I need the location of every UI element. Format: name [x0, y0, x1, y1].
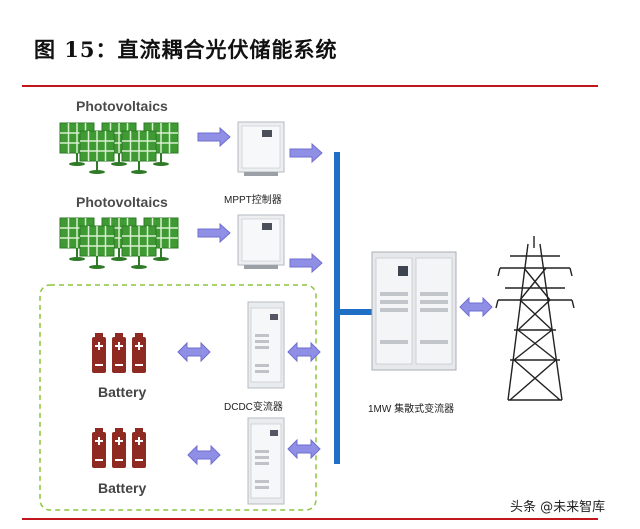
dc-bus-vertical — [334, 152, 340, 464]
bottom-divider — [22, 518, 598, 520]
arrow-pv1-to-mppt — [197, 127, 231, 147]
transmission-tower-icon — [495, 236, 575, 401]
dc-bus-branch — [334, 309, 374, 315]
battery-pack-2 — [91, 427, 147, 469]
pv-array-2 — [59, 217, 179, 270]
pcs-label: 1MW 集散式变流器 — [368, 404, 455, 415]
dcdc-label: DCDC变流器 — [224, 402, 283, 413]
mppt-controller-2 — [237, 214, 285, 269]
top-divider — [22, 85, 598, 87]
battery-label-1: Battery — [98, 384, 147, 400]
pv-label-1: Photovoltaics — [76, 98, 168, 114]
arrow-pv2-to-mppt — [197, 223, 231, 243]
battery-label-2: Battery — [98, 480, 147, 496]
arrow-mppt1-to-bus — [289, 143, 323, 163]
mppt-controller-1 — [237, 121, 285, 176]
watermark: 头条 @未来智库 — [510, 500, 606, 515]
arrow-pcs-grid — [459, 297, 493, 317]
pv-array-1 — [59, 122, 179, 175]
central-converter — [371, 251, 457, 371]
arrow-mppt2-to-bus — [289, 253, 323, 273]
arrow-battery1-dcdc — [177, 342, 211, 362]
mppt-label: MPPT控制器 — [224, 195, 282, 206]
dcdc-converter-1 — [247, 301, 285, 389]
arrow-dcdc1-bus — [287, 342, 321, 362]
storage-group-boundary — [39, 284, 317, 511]
battery-pack-1 — [91, 332, 147, 374]
arrow-dcdc2-bus — [287, 439, 321, 459]
pv-label-2: Photovoltaics — [76, 194, 168, 210]
dcdc-converter-2 — [247, 417, 285, 505]
arrow-battery2-dcdc — [187, 445, 221, 465]
page-title: 图 15：直流耦合光伏储能系统 — [34, 37, 338, 62]
